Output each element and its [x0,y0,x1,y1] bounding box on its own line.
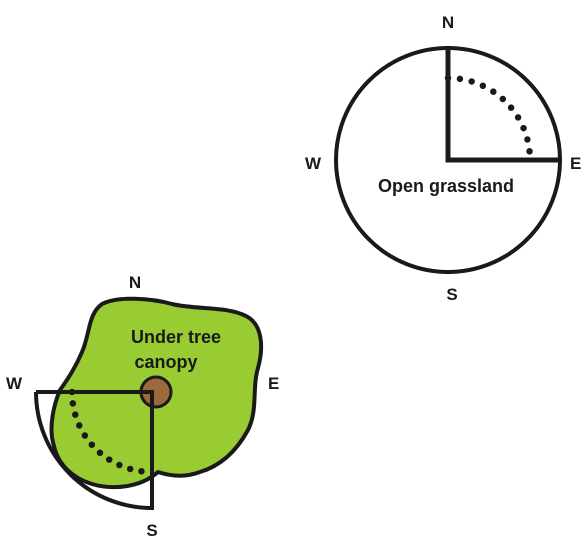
canopy-title-line2: canopy [134,352,197,372]
tree-canopy-panel: N S E W Under tree canopy [6,273,279,540]
canopy-north-label: N [129,273,141,292]
canopy-south-label: S [146,521,157,540]
canopy-east-label: E [268,374,279,393]
canopy-title-line1: Under tree [131,327,221,347]
open-grassland-panel: N S E W Open grassland [305,13,581,304]
grassland-east-label: E [570,154,581,173]
grassland-title-label: Open grassland [378,176,514,196]
grassland-sector-lines [445,48,560,163]
canopy-sector-lines [34,390,154,511]
grassland-west-label: W [305,154,322,173]
grassland-north-label: N [442,13,454,32]
grassland-south-label: S [446,285,457,304]
canopy-west-label: W [6,374,23,393]
